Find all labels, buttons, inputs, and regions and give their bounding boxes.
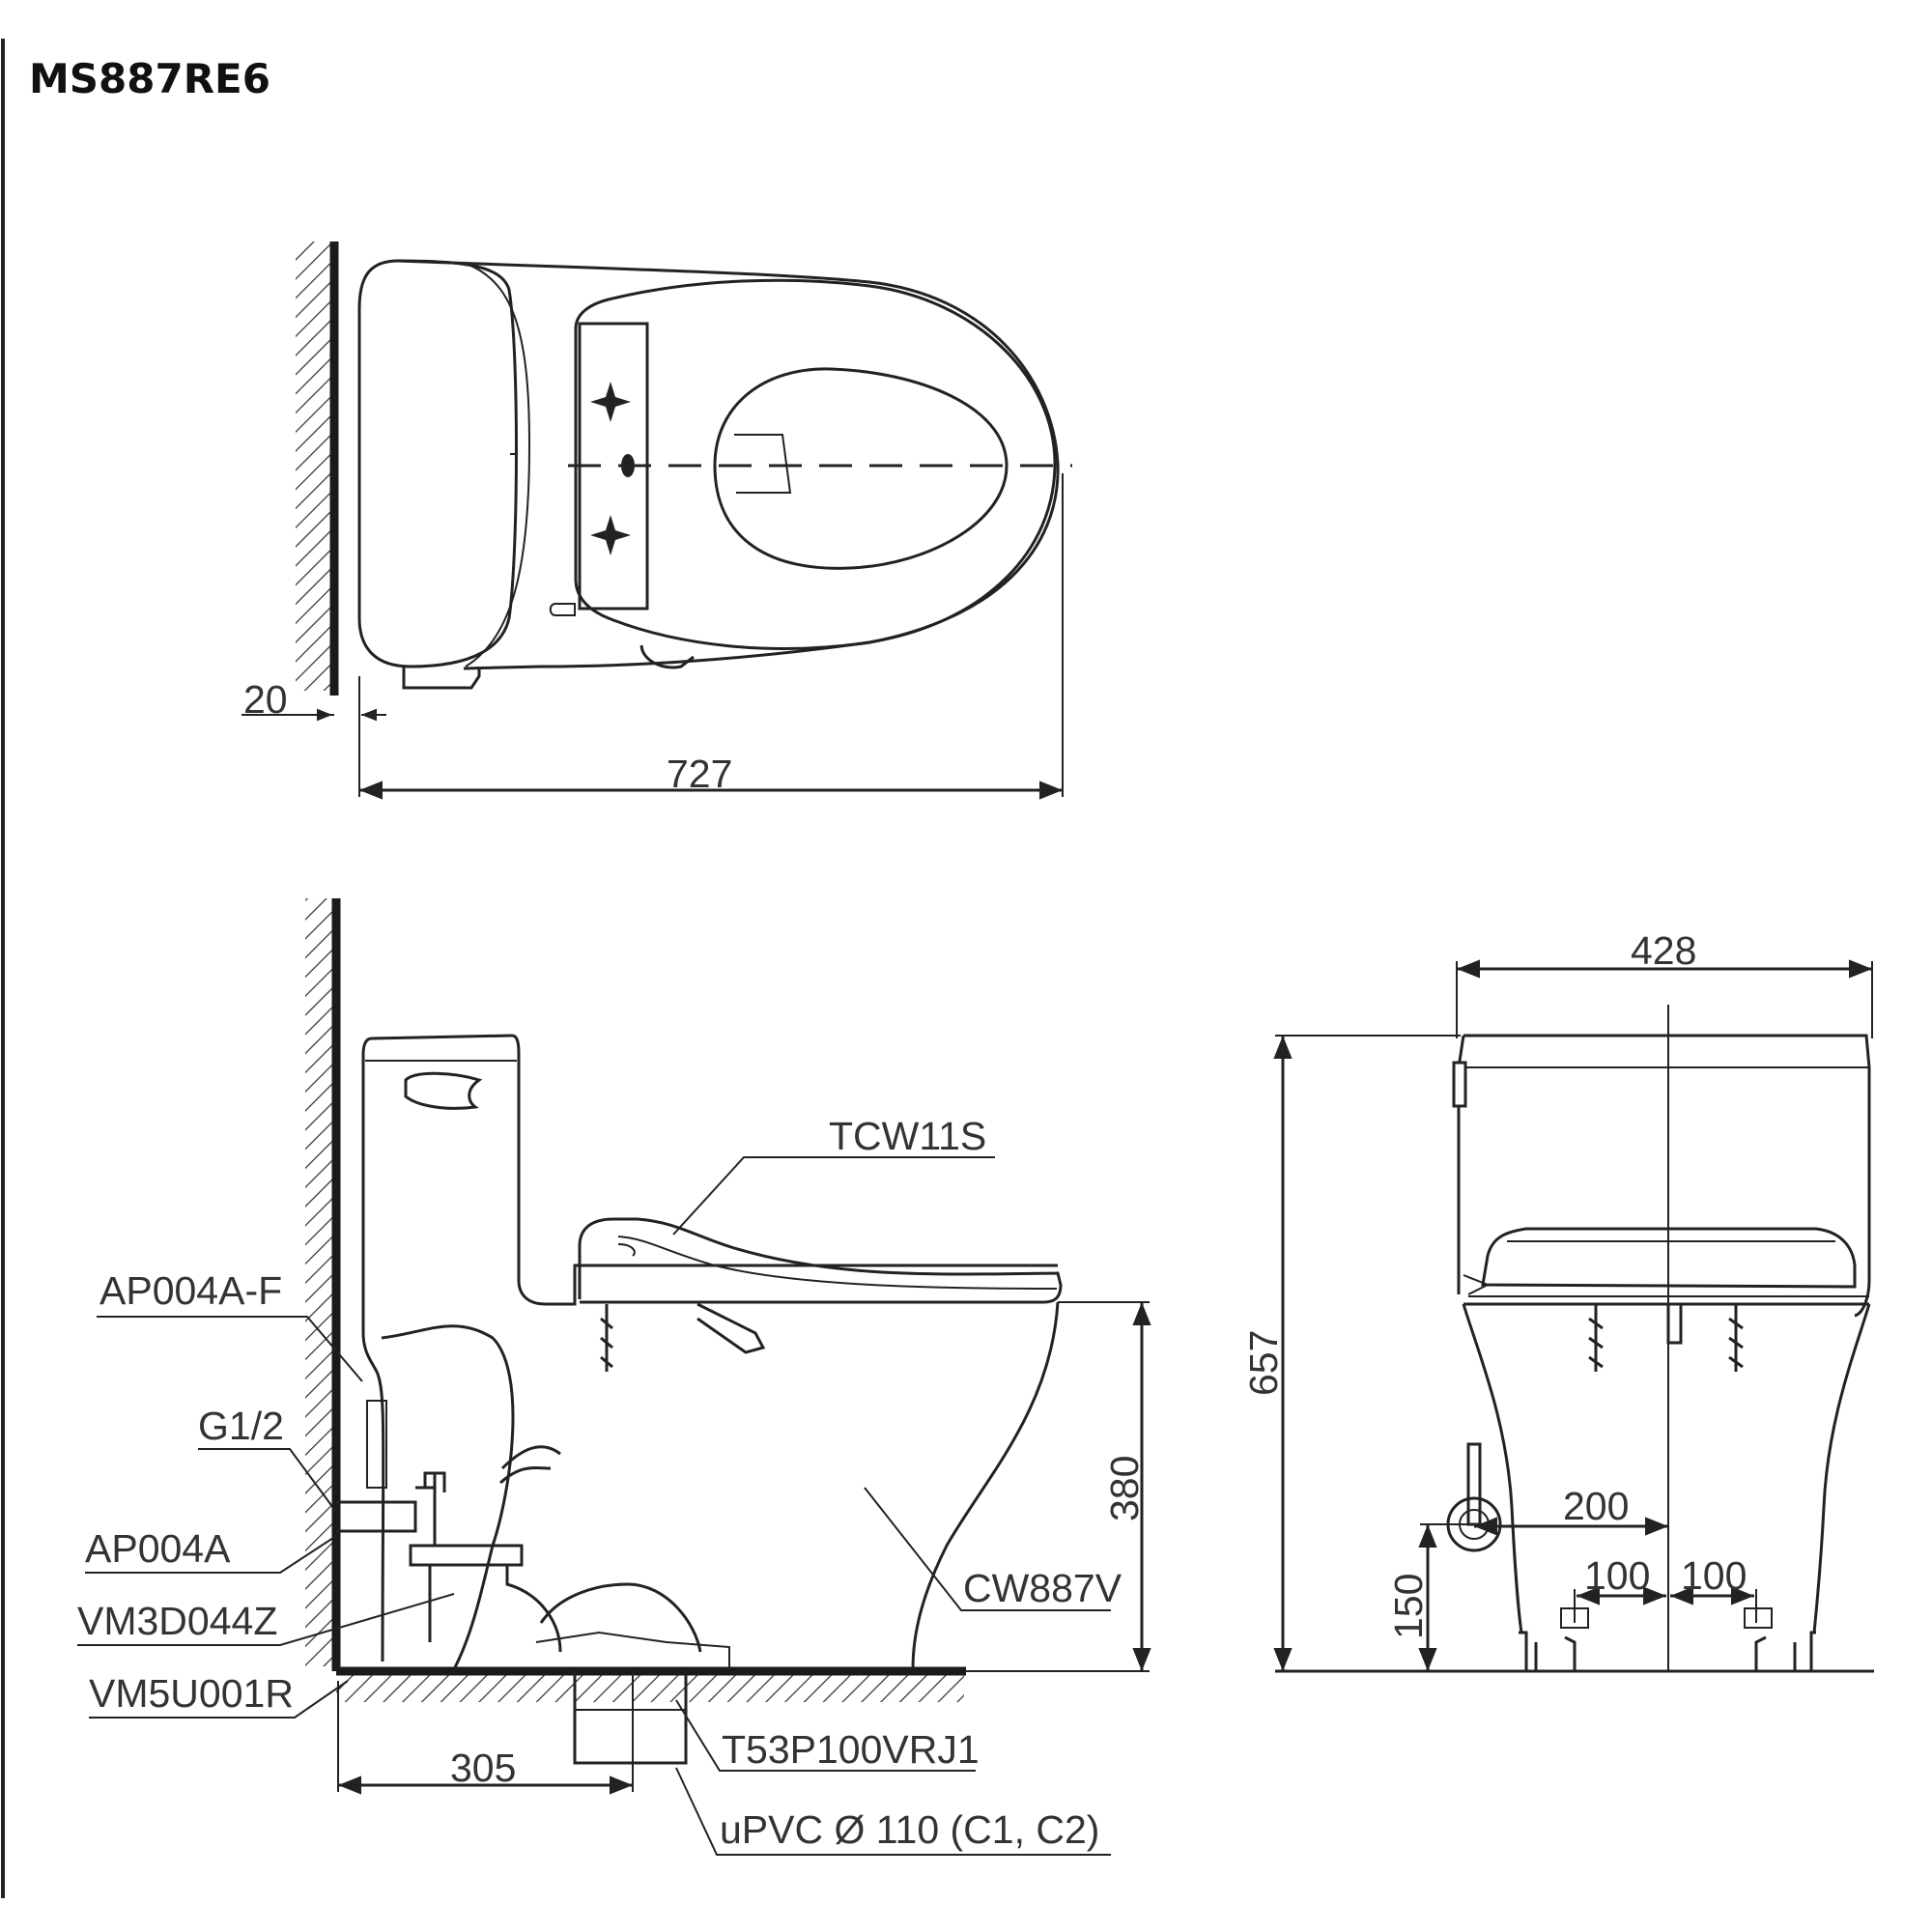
side-bowl xyxy=(911,1301,1060,1670)
side-valve-body xyxy=(415,1486,437,1548)
top-bowl-opening xyxy=(713,367,1009,570)
side-outlet-detail xyxy=(535,1631,730,1669)
top-tank xyxy=(357,259,518,668)
label-vm3d044z: VM3D044Z xyxy=(77,1599,277,1643)
side-floor-hatch xyxy=(336,1673,964,1702)
label-ap004af: AP004A-F xyxy=(99,1268,282,1313)
dim-428: 428 xyxy=(1631,928,1696,973)
side-view: TCW11S AP004A-F G1/2 AP004A VM3D044Z VM5… xyxy=(77,898,1151,1856)
top-seat xyxy=(574,278,1057,651)
front-tank xyxy=(1457,1034,1871,1318)
front-floor-bolt-left xyxy=(1560,1607,1589,1629)
label-ap004a: AP004A xyxy=(85,1526,231,1571)
top-base-outline xyxy=(397,259,1060,670)
leader-tcw11s xyxy=(672,1156,995,1236)
label-vm5u001r: VM5U001R xyxy=(89,1671,294,1716)
dim-200: 200 xyxy=(1563,1484,1629,1528)
front-body-left xyxy=(1462,1303,1523,1634)
top-tank-inner xyxy=(463,262,531,668)
top-jet xyxy=(734,434,792,494)
side-lever xyxy=(696,1302,766,1354)
side-pipe-elbow xyxy=(428,1565,562,1653)
label-upvc: uPVC Ø 110 (C1, C2) xyxy=(720,1807,1099,1852)
top-lever xyxy=(639,644,695,669)
front-floor-bolt-right xyxy=(1744,1607,1773,1629)
dim-100-right: 100 xyxy=(1681,1553,1747,1598)
dim-100-left: 100 xyxy=(1584,1553,1650,1598)
side-inlet-pipe xyxy=(366,1400,387,1489)
front-lever xyxy=(1452,1061,1467,1108)
side-valve xyxy=(336,1500,417,1533)
dim-150: 150 xyxy=(1386,1574,1431,1639)
dim-727: 727 xyxy=(667,752,732,796)
front-seat xyxy=(1481,1227,1857,1289)
front-foot-left xyxy=(1519,1631,1577,1673)
leader-g12 xyxy=(198,1448,337,1513)
side-flush-button xyxy=(404,1071,483,1110)
front-bolt-2 xyxy=(1666,1304,1683,1345)
leader-vm5u001r xyxy=(89,1680,349,1719)
side-tank xyxy=(371,1034,1058,1306)
front-hinge-left xyxy=(1463,1274,1491,1295)
top-pin xyxy=(549,603,576,616)
top-plus-2 xyxy=(590,515,631,555)
top-plus-1 xyxy=(590,382,631,422)
front-bolt-1 xyxy=(1588,1304,1604,1372)
leader-ap004af xyxy=(97,1316,363,1382)
front-inlet-stem xyxy=(1466,1442,1482,1526)
top-outlet xyxy=(402,667,481,690)
side-outlet-horn xyxy=(539,1582,702,1653)
dim-380: 380 xyxy=(1102,1456,1147,1521)
side-floor-flange-detail xyxy=(575,1671,686,1763)
label-t53p100vrj1: T53P100VRJ1 xyxy=(722,1727,980,1772)
front-bolt-3 xyxy=(1728,1304,1744,1372)
label-tcw11s: TCW11S xyxy=(829,1114,986,1158)
side-trap xyxy=(381,1324,515,1670)
front-body-right xyxy=(1812,1303,1871,1634)
side-seat-nozzle xyxy=(617,1243,636,1257)
side-fill-valve xyxy=(423,1471,446,1492)
leader-ap004a xyxy=(85,1535,337,1574)
dim-657: 657 xyxy=(1241,1330,1286,1396)
leader-cw887v xyxy=(864,1487,1111,1611)
side-seat-inner xyxy=(617,1236,1058,1290)
leader-vm3d044z xyxy=(77,1593,455,1646)
leader-t53p100vrj1 xyxy=(675,1699,976,1772)
top-view: 20 727 xyxy=(242,242,1072,800)
side-tank-front xyxy=(361,1037,385,1662)
dim-20: 20 xyxy=(243,677,288,722)
front-foot-right xyxy=(1754,1631,1816,1673)
side-seat xyxy=(578,1217,1063,1304)
front-view: 428 657 150 200 100 100 xyxy=(1241,928,1874,1673)
side-flange xyxy=(409,1544,524,1567)
label-g12: G1/2 xyxy=(198,1404,284,1448)
leader-upvc xyxy=(675,1767,1111,1856)
model-title: MS887RE6 xyxy=(29,55,270,102)
top-wall-hatch xyxy=(296,242,334,691)
side-bolt-left xyxy=(600,1304,613,1372)
side-hose xyxy=(498,1445,561,1485)
label-cw887v: CW887V xyxy=(963,1566,1122,1610)
dim-305: 305 xyxy=(450,1746,516,1790)
